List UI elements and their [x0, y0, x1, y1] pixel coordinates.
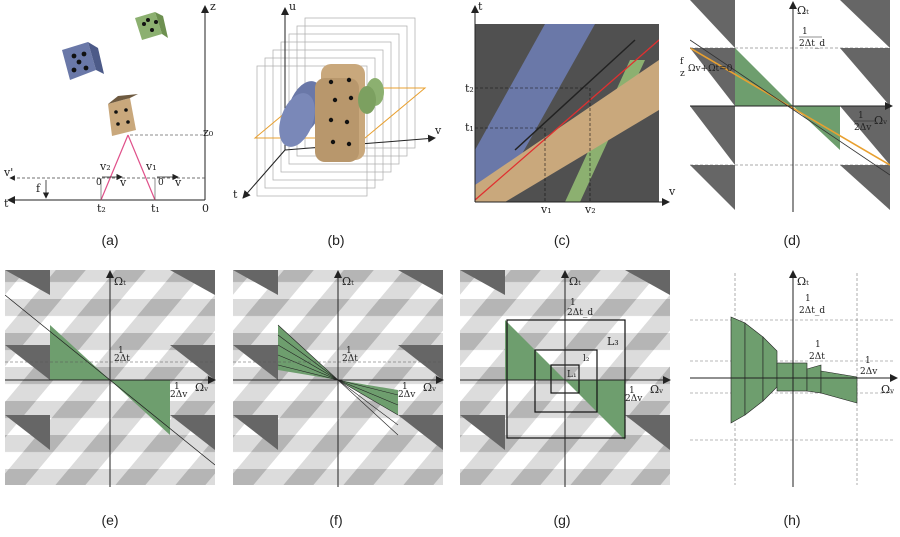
- panel-e: Ωₜ Ωᵥ 1 2Δt 1 2Δv: [0, 265, 220, 490]
- caption-b: (b): [327, 232, 345, 248]
- label-v-a1: v: [119, 176, 127, 189]
- label-t1: t₁: [465, 121, 474, 134]
- label-dt: 2Δt: [809, 352, 825, 362]
- label-omega-t: Ωₜ: [114, 275, 126, 288]
- label-dv: 2Δv: [398, 390, 416, 400]
- panel-g: Ωₜ Ωᵥ 1 2Δt_d 1 2Δv L₃ l₂ L₁: [455, 265, 675, 490]
- label-dtd: 2Δt_d: [567, 308, 593, 318]
- label-dtd: 2Δt_d: [799, 306, 825, 316]
- label-one-v: 1: [858, 111, 864, 121]
- label-one-td: 1: [805, 294, 811, 304]
- label-omega-v: Ωᵥ: [881, 383, 894, 396]
- label-dv: 2Δv: [854, 123, 872, 133]
- label-omega-v: Ωᵥ: [874, 114, 887, 127]
- label-dv: 2Δv: [860, 367, 878, 377]
- caption-e: (e): [101, 512, 119, 528]
- label-one-v: 1: [174, 382, 180, 392]
- label-v1: v₁: [145, 160, 157, 173]
- spectrum-wedge: [735, 48, 793, 106]
- panel-c: t v t₂ t₁ v₁ v₂: [455, 0, 680, 220]
- label-f: f: [36, 182, 41, 195]
- label-u: u: [289, 0, 296, 13]
- panel-a: z z₀ t 0 f v' v₂ v₁ v v 0 0 t₂ t₁: [0, 0, 220, 220]
- label-v: v: [668, 185, 676, 198]
- label-one-v: 1: [865, 356, 871, 366]
- label-L3: L₃: [607, 335, 619, 348]
- label-vprime: v': [3, 166, 13, 179]
- label-one-v: 1: [402, 382, 408, 392]
- label-eq: Ωv+Ωt=0: [688, 64, 733, 74]
- label-t2: t₂: [97, 202, 106, 215]
- caption-d: (d): [783, 232, 801, 248]
- filter-spectrum: [730, 316, 858, 424]
- blue-die-stack: [279, 81, 323, 147]
- label-one-t: 1: [346, 346, 352, 356]
- label-one-t: 1: [118, 346, 124, 356]
- label-eq-f: f: [680, 57, 684, 67]
- label-omega-t: Ωₜ: [342, 275, 354, 288]
- label-dv: 2Δv: [170, 390, 188, 400]
- spectrum-wedge: [50, 325, 110, 380]
- label-v2: v₂: [584, 203, 596, 216]
- panel-h: Ωₜ Ωᵥ 1 2Δt_d 1 2Δt 1 2Δv: [685, 265, 900, 490]
- label-zero-a2: 0: [158, 178, 164, 188]
- label-t: t: [478, 0, 483, 13]
- red-line: [475, 39, 659, 201]
- label-t: t: [233, 188, 238, 201]
- caption-c: (c): [553, 232, 571, 248]
- tan-band: [475, 60, 659, 202]
- panel-f: Ωₜ Ωᵥ 1 2Δt 1 2Δv: [228, 265, 448, 490]
- caption-f: (f): [329, 512, 343, 528]
- label-t2: t₂: [465, 82, 474, 95]
- label-omega-v: Ωᵥ: [195, 381, 208, 394]
- label-L1: L₁: [567, 370, 577, 380]
- label-z0: z₀: [203, 126, 214, 139]
- label-zero-a1: 0: [96, 178, 102, 188]
- label-one-t: 1: [570, 298, 576, 308]
- green-die: [135, 12, 168, 40]
- label-dt: 2Δt: [114, 354, 130, 364]
- box-l2: [534, 349, 598, 413]
- tan-die: [108, 94, 138, 136]
- blue-band: [475, 24, 595, 202]
- label-omega-v: Ωᵥ: [650, 383, 663, 396]
- label-eq-z: z: [680, 69, 685, 79]
- label-t: t: [4, 197, 9, 210]
- label-v: v: [434, 124, 442, 137]
- label-v2: v₂: [99, 160, 111, 173]
- label-z: z: [210, 0, 216, 13]
- label-dtd: 2Δt_d: [799, 39, 825, 49]
- green-die-stack: [358, 78, 384, 114]
- panel-d: Ωₜ Ωᵥ 1 2Δt_d 1 2Δv f z Ωv+Ωt=0: [680, 0, 900, 220]
- label-one-v: 1: [629, 386, 635, 396]
- label-zero: 0: [202, 202, 209, 215]
- label-one-t: 1: [802, 27, 808, 37]
- label-t1: t₁: [151, 202, 160, 215]
- label-one-t: 1: [815, 340, 821, 350]
- tan-die-stack: [315, 64, 365, 162]
- caption-a: (a): [101, 232, 119, 248]
- blue-die: [62, 42, 104, 80]
- label-omega-t: Ωₜ: [797, 4, 809, 17]
- label-dv: 2Δv: [625, 394, 643, 404]
- caption-h: (h): [783, 512, 801, 528]
- caption-g: (g): [553, 512, 571, 528]
- label-dt: 2Δt: [342, 354, 358, 364]
- label-v-a2: v: [174, 176, 182, 189]
- label-omega-t: Ωₜ: [797, 275, 809, 288]
- panel-b: u v t: [225, 0, 450, 220]
- label-omega-t: Ωₜ: [569, 275, 581, 288]
- label-l2: l₂: [583, 354, 590, 364]
- box-L3: [506, 319, 626, 439]
- label-v1: v₁: [540, 203, 552, 216]
- label-omega-v: Ωᵥ: [423, 381, 436, 394]
